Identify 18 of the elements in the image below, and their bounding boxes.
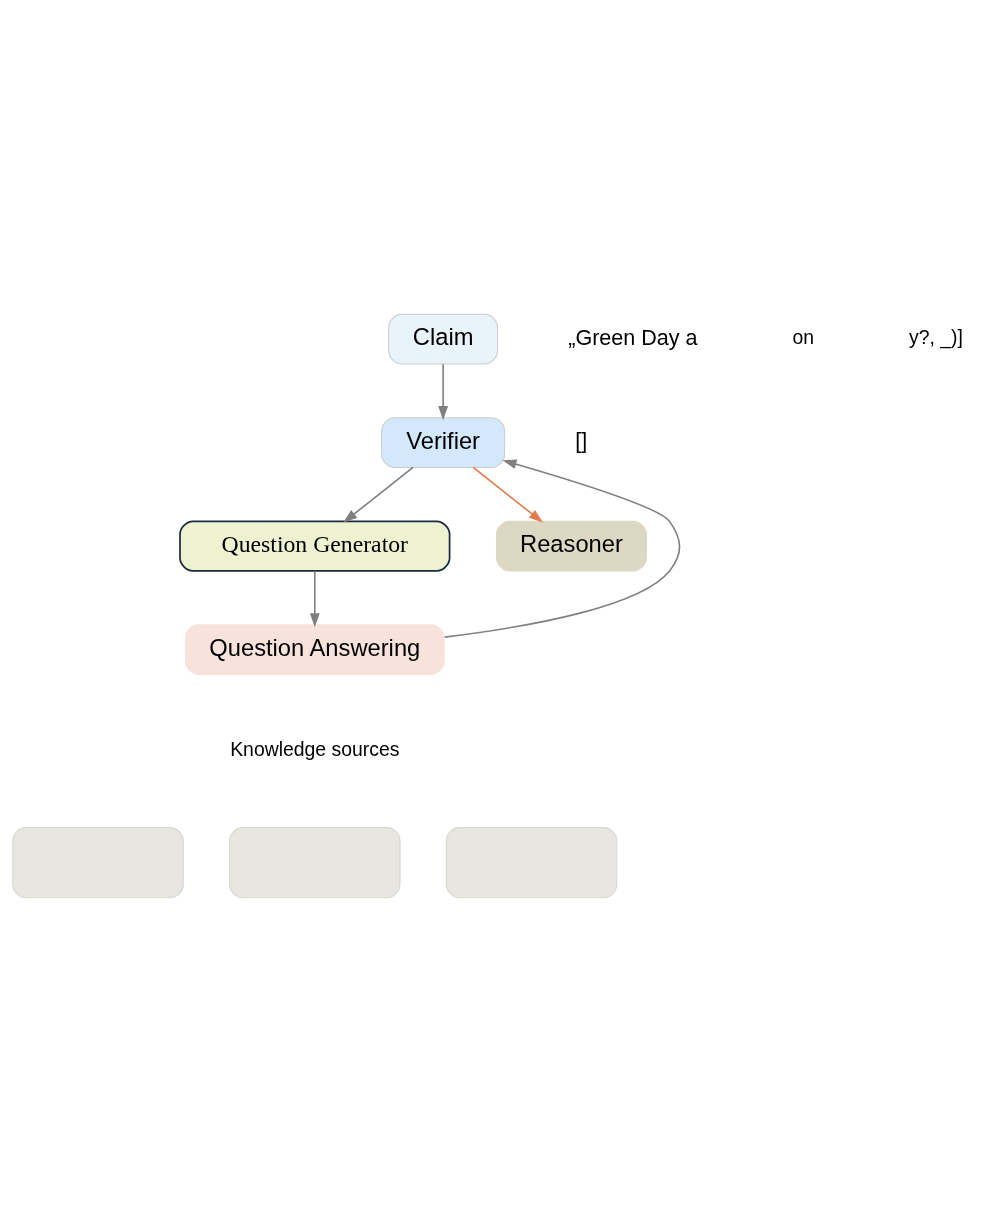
label: Knowledge sources [230, 737, 400, 760]
arrow [438, 363, 449, 421]
arrow [472, 466, 543, 523]
node-box: Question Answering [184, 624, 445, 675]
label: on [792, 325, 815, 348]
node-box: Verifier [381, 417, 506, 468]
node-box: Question Generator [179, 520, 451, 572]
node-box [229, 827, 401, 899]
label: y?, _)] [908, 325, 963, 348]
node-box: Reasoner [495, 520, 647, 572]
node-box [445, 827, 618, 899]
node-box [12, 827, 184, 899]
arrow [309, 570, 320, 628]
node-box: Claim [388, 313, 499, 365]
node-label: „Green Day a [568, 324, 698, 350]
arrow [343, 466, 414, 523]
arrow [443, 459, 681, 638]
node-label: [] [575, 428, 588, 454]
